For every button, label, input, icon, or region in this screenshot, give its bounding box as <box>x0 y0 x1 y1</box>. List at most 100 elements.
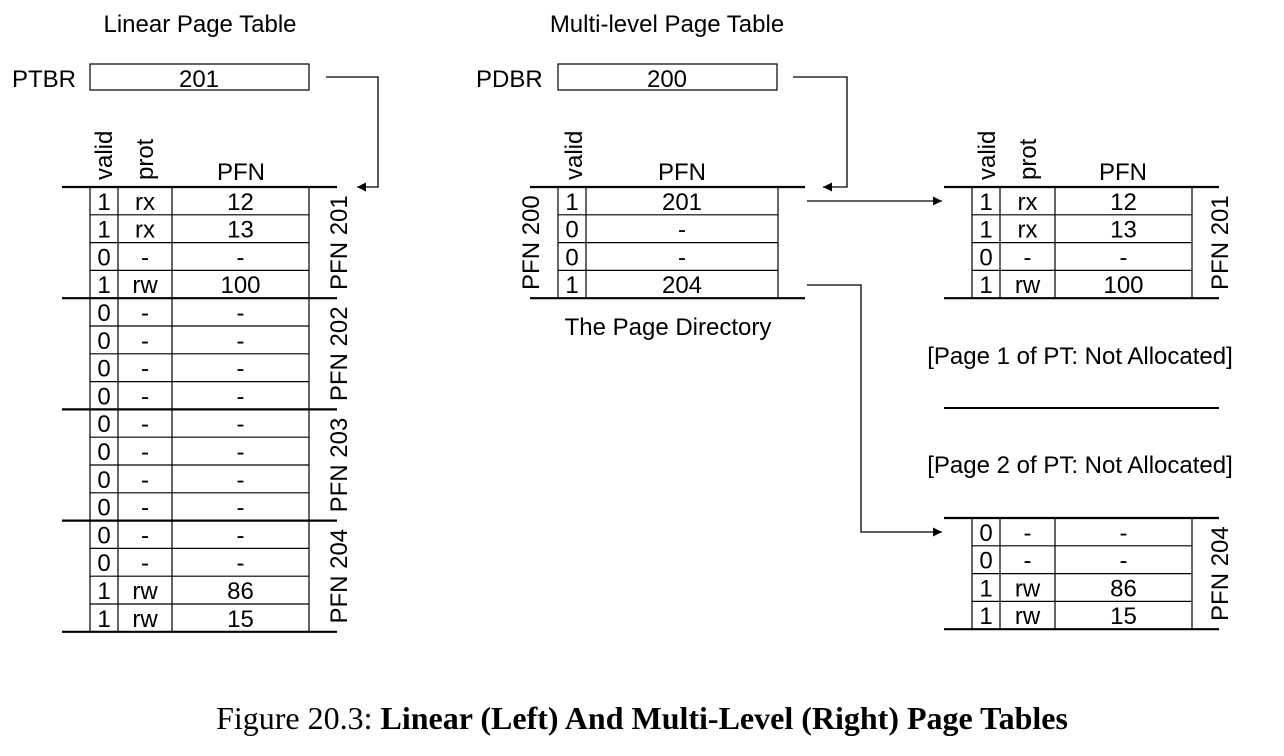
page204-label: PFN 204 <box>1207 526 1234 621</box>
page204-cell: 0 <box>979 548 992 575</box>
page204-cell: 0 <box>979 520 992 547</box>
page201-prot-header: prot <box>1015 138 1042 180</box>
linear-page-1-cell: - <box>237 300 245 327</box>
page204-cell: - <box>1024 548 1032 575</box>
linear-page-2-cell: - <box>237 495 245 522</box>
page204-cell: 86 <box>1110 575 1137 602</box>
linear-page-0-cell: - <box>237 244 245 271</box>
page201-cell: rw <box>1015 272 1041 299</box>
figure-caption: Figure 20.3: Linear (Left) And Multi-Lev… <box>0 700 1284 737</box>
directory-cell: 0 <box>565 244 578 271</box>
directory-cell: 1 <box>565 189 578 216</box>
pdbr-arrow <box>793 76 848 192</box>
ptbr-arrow <box>326 76 379 192</box>
page204-cell: - <box>1120 520 1128 547</box>
directory-pfn-header: PFN <box>658 159 706 186</box>
linear-valid-header: valid <box>91 131 118 180</box>
page201-cell: - <box>1024 244 1032 271</box>
linear-page-1-cell: - <box>237 356 245 383</box>
linear-page-2-cell: - <box>141 439 149 466</box>
linear-pfn-header: PFN <box>217 159 265 186</box>
page201-pfn-header: PFN <box>1099 159 1147 186</box>
caption-prefix: Figure 20.3: <box>216 700 381 736</box>
linear-page-1-cell: 0 <box>97 383 110 410</box>
page201-cell: 1 <box>979 217 992 244</box>
caption-title: Linear (Left) And Multi-Level (Right) Pa… <box>380 700 1068 736</box>
page201-cell: rx <box>1018 217 1038 244</box>
pde-3-arrow <box>807 284 942 537</box>
linear-page-3-cell: - <box>237 550 245 577</box>
linear-page-3-cell: - <box>141 522 149 549</box>
linear-page-2-cell: 0 <box>97 439 110 466</box>
linear-page-3-cell: - <box>237 522 245 549</box>
directory-cell: 1 <box>565 272 578 299</box>
linear-page-0-cell: 1 <box>97 272 110 299</box>
linear-page-2-cell: - <box>237 411 245 438</box>
page204-cell: rw <box>1015 603 1041 630</box>
pdbr-value: 200 <box>647 66 687 93</box>
linear-page-1-cell: - <box>141 383 149 410</box>
linear-page-2-cell: - <box>237 467 245 494</box>
page1-not-allocated-note: [Page 1 of PT: Not Allocated] <box>927 343 1233 370</box>
ptbr-register <box>89 63 310 91</box>
linear-prot-header: prot <box>132 138 159 180</box>
linear-page-0-cell: rx <box>135 189 155 216</box>
directory-cell: - <box>678 217 686 244</box>
linear-page-2-cell: - <box>141 411 149 438</box>
ptbr-label: PTBR <box>12 66 76 93</box>
linear-page-3-cell: 0 <box>97 522 110 549</box>
linear-page-1-label: PFN 202 <box>326 306 353 401</box>
pt-page-201-table: 1 rx 12 1 rx 13 0 - - 1 rw 100 PFN 201 <box>944 185 1234 300</box>
page201-cell: 1 <box>979 272 992 299</box>
linear-page-1-cell: - <box>237 328 245 355</box>
linear-page-2-label: PFN 203 <box>326 418 353 513</box>
linear-page-3-cell: 1 <box>97 606 110 633</box>
linear-page-1-cell: 0 <box>97 300 110 327</box>
linear-page-2-cell: - <box>141 467 149 494</box>
linear-page-3-label: PFN 204 <box>326 529 353 624</box>
linear-page-0-cell: 100 <box>220 272 260 299</box>
page201-cell: 100 <box>1103 272 1143 299</box>
page204-cell: - <box>1120 548 1128 575</box>
directory-cell: 204 <box>662 272 702 299</box>
linear-page-1-cell: - <box>237 383 245 410</box>
page201-cell: - <box>1120 244 1128 271</box>
linear-page-1-cell: 0 <box>97 328 110 355</box>
page201-cell: rx <box>1018 189 1038 216</box>
directory-side-label: PFN 200 <box>518 195 545 290</box>
linear-page-0-cell: 0 <box>97 244 110 271</box>
page201-cell: 13 <box>1110 217 1137 244</box>
linear-page-3-cell: 15 <box>227 606 254 633</box>
page204-cell: 1 <box>979 603 992 630</box>
directory-caption: The Page Directory <box>565 314 772 341</box>
page204-cell: 1 <box>979 575 992 602</box>
linear-page-0-cell: 1 <box>97 189 110 216</box>
linear-page-2-cell: 0 <box>97 411 110 438</box>
linear-page-3-cell: rw <box>132 606 158 633</box>
linear-page-3-cell: - <box>141 550 149 577</box>
linear-page-0-label: PFN 201 <box>326 195 353 290</box>
linear-title: Linear Page Table <box>103 11 296 38</box>
directory-cell: 201 <box>662 189 702 216</box>
linear-page-3-cell: 1 <box>97 578 110 605</box>
page201-cell: 0 <box>979 244 992 271</box>
linear-page-0-cell: - <box>141 244 149 271</box>
linear-page-3-cell: 0 <box>97 550 110 577</box>
directory-cell: 0 <box>565 217 578 244</box>
linear-page-0-cell: 13 <box>227 217 254 244</box>
page201-cell: 1 <box>979 189 992 216</box>
pdbr-register <box>557 63 778 91</box>
linear-page-3-cell: 86 <box>227 578 254 605</box>
page204-cell: rw <box>1015 575 1041 602</box>
linear-page-2-cell: 0 <box>97 495 110 522</box>
page201-label: PFN 201 <box>1207 195 1234 290</box>
linear-page-0-cell: 1 <box>97 217 110 244</box>
page204-cell: - <box>1024 520 1032 547</box>
linear-page-1-cell: - <box>141 328 149 355</box>
linear-page-1-cell: 0 <box>97 356 110 383</box>
page2-not-allocated-note: [Page 2 of PT: Not Allocated] <box>927 452 1233 479</box>
page201-cell: 12 <box>1110 189 1137 216</box>
linear-page-2-cell: - <box>141 495 149 522</box>
